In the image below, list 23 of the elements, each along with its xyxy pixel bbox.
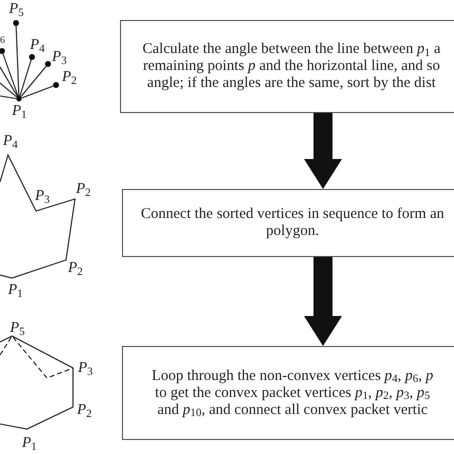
point-label: P$_{3}$ [52, 50, 67, 65]
point-label: P$_{3}$ [35, 189, 50, 204]
step-text: Calculate the angle between the line between p$_{1}$ a remaining points p and the horizontal line, and so angle; if the angles are the same, sort by the dist [141, 41, 442, 92]
point-label: P$_{2}$ [76, 182, 91, 197]
process-box [122, 189, 454, 257]
point-label: P$_{2}$ [62, 70, 77, 85]
process-box [120, 20, 454, 113]
step-text: Connect the sorted vertices in sequence to form an polygon. [140, 206, 446, 240]
point-label: P$_{5}$ [10, 321, 25, 336]
point-label: P$_{4}$ [30, 38, 45, 53]
point-label: 6 [0, 36, 5, 46]
block-arrow [304, 257, 342, 346]
block-arrow [304, 113, 342, 189]
point-label: P$_{3}$ [78, 361, 93, 376]
step-text: Loop through the non-convex vertices p$_{4}$, p$_{6}$, p to get the convex packet vertices p$_{1}$, p$_{2}$, p$_{3}$, p$_{5}$ and p$_{10}$, and connect all convex packet vertic [150, 368, 434, 418]
point-label: P$_{1}$ [22, 436, 37, 451]
point-label: P$_{1}$ [8, 283, 23, 298]
point-label: P$_{4}$ [3, 134, 18, 149]
point-label: P$_{2}$ [77, 403, 92, 418]
process-box [122, 346, 454, 440]
point-label: P$_{2}$ [68, 261, 83, 276]
point-label: P$_{1}$ [12, 104, 27, 119]
point-label: P$_{5}$ [9, 2, 24, 17]
